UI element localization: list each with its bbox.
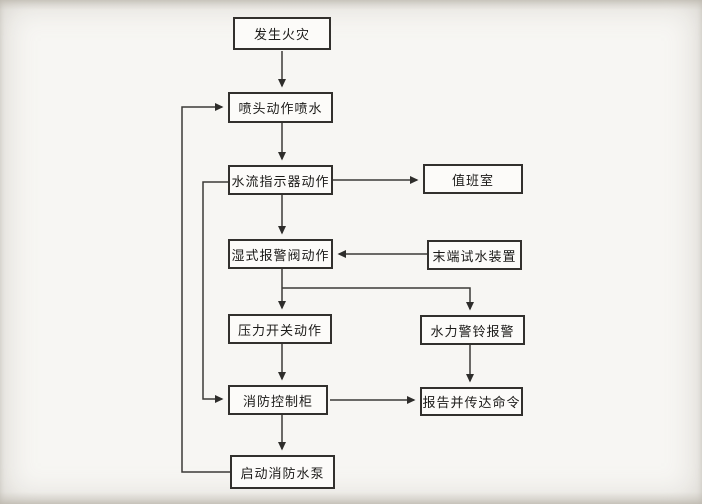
flow-node-label: 末端试水装置 — [432, 249, 517, 265]
flow-node-wet-alarm-valve: 湿式报警阀动作 — [228, 239, 333, 269]
flow-node-water-flow-indicator: 水流指示器动作 — [228, 165, 333, 195]
flow-node-label: 水流指示器动作 — [231, 174, 330, 190]
flow-node-label: 消防控制柜 — [242, 394, 313, 410]
flow-node-label: 湿式报警阀动作 — [231, 248, 330, 264]
flow-node-label: 喷头动作喷水 — [238, 102, 323, 117]
flow-node-duty-room: 值班室 — [423, 164, 523, 194]
flow-node-pressure-switch: 压力开关动作 — [228, 314, 332, 344]
flow-node-fire-control-cabinet: 消防控制柜 — [228, 385, 328, 415]
flow-node-label: 值班室 — [451, 173, 494, 189]
connector-flow-indicator-to-control-cabinet — [202, 181, 228, 403]
flow-node-fire-occurs: 发生火灾 — [233, 17, 331, 50]
flow-node-label: 发生火灾 — [253, 28, 310, 43]
flow-node-start-fire-pump: 启动消防水泵 — [230, 455, 335, 489]
flow-node-label: 报告并传达命令 — [422, 396, 521, 411]
connector-start-pump-to-sprinkler — [181, 103, 230, 473]
flow-node-label: 压力开关动作 — [237, 323, 322, 339]
flow-node-sprinkler-sprays: 喷头动作喷水 — [228, 92, 333, 123]
flow-node-label: 水力警铃报警 — [430, 324, 515, 340]
flow-node-report-relay-orders: 报告并传达命令 — [420, 387, 523, 416]
connector-wet-valve-to-hydraulic-bell — [282, 287, 474, 311]
flow-node-label: 启动消防水泵 — [240, 466, 325, 482]
flow-node-end-test-device: 末端试水装置 — [427, 240, 522, 270]
flow-node-hydraulic-alarm-bell: 水力警铃报警 — [420, 315, 525, 345]
